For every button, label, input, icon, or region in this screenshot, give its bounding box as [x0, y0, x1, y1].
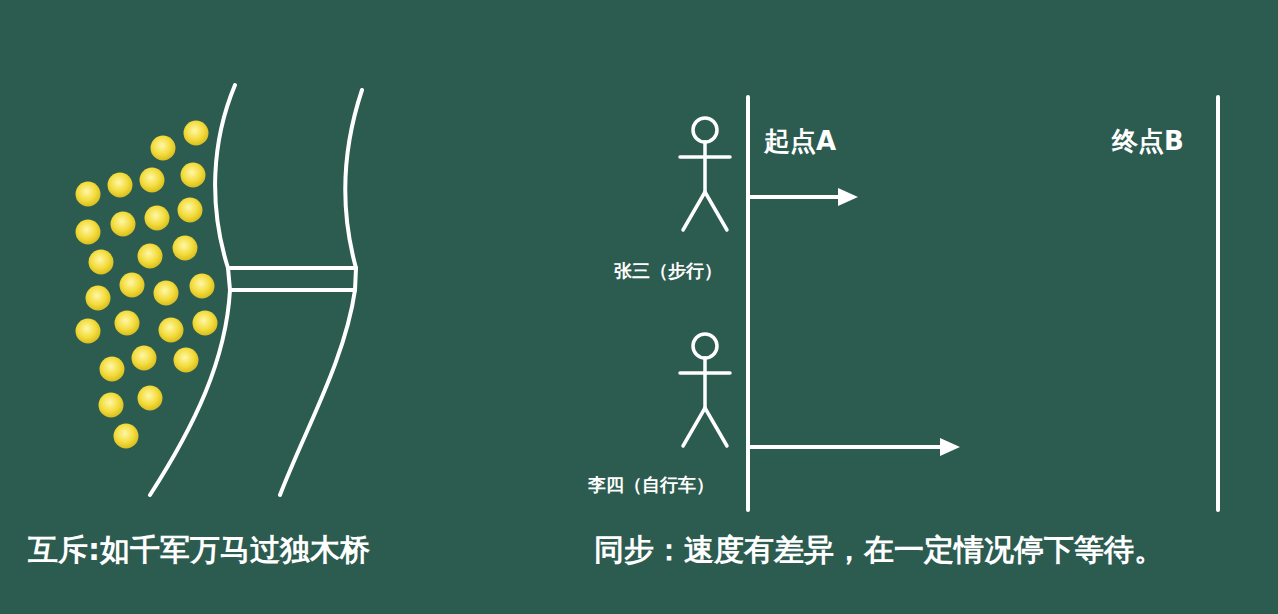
left-bank	[150, 85, 235, 495]
person-label: 张三（步行）	[614, 260, 722, 282]
crowd-dot	[193, 311, 218, 336]
race-track	[748, 97, 1218, 510]
bike-arrow	[750, 445, 944, 449]
crowd-dot	[100, 357, 125, 382]
stick-figure	[680, 334, 730, 446]
crowd-dot	[108, 173, 133, 198]
stick-figure	[680, 118, 730, 230]
crowd-dot	[76, 182, 101, 207]
river-bridge	[150, 85, 362, 495]
crowd-dot	[173, 236, 198, 261]
crowd-dot	[138, 386, 163, 411]
caption-text: 同步：速度有差异，在一定情况停下等待。	[594, 532, 1164, 568]
crowd-dot	[178, 198, 203, 223]
arrow-head	[838, 188, 858, 206]
crowd-dot	[190, 274, 215, 299]
crowd-dot	[86, 286, 111, 311]
finish-line	[1216, 97, 1220, 510]
crowd-dot	[138, 244, 163, 269]
start-label: 起点A	[764, 126, 836, 157]
crowd-dot	[76, 220, 101, 245]
walk-arrow	[750, 195, 842, 199]
crowd-dot	[99, 393, 124, 418]
crowd-dot	[76, 319, 101, 344]
crowd-dot	[174, 348, 199, 373]
crowd-dot	[120, 273, 145, 298]
crowd-dot	[111, 212, 136, 237]
finish-label: 终点B	[1112, 126, 1184, 157]
crowd-dot	[114, 424, 139, 449]
crowd-dot	[132, 346, 157, 371]
crowd-dot	[181, 163, 206, 188]
crowd-dot	[154, 281, 179, 306]
crowd-dot	[115, 311, 140, 336]
crowd-dot	[145, 206, 170, 231]
bridge-plank	[228, 266, 356, 270]
person-label: 李四（自行车）	[588, 474, 714, 496]
crowd-dot	[151, 136, 176, 161]
caption-text: 互斥:如千军万马过独木桥	[28, 532, 370, 568]
crowd-dot	[89, 250, 114, 275]
bridge-plank	[230, 288, 355, 292]
right-bank	[280, 90, 362, 495]
crowd-dots	[76, 121, 218, 449]
crowd-dot	[140, 168, 165, 193]
arrow-head	[940, 438, 960, 456]
crowd-dot	[184, 121, 209, 146]
crowd-dot	[159, 318, 184, 343]
